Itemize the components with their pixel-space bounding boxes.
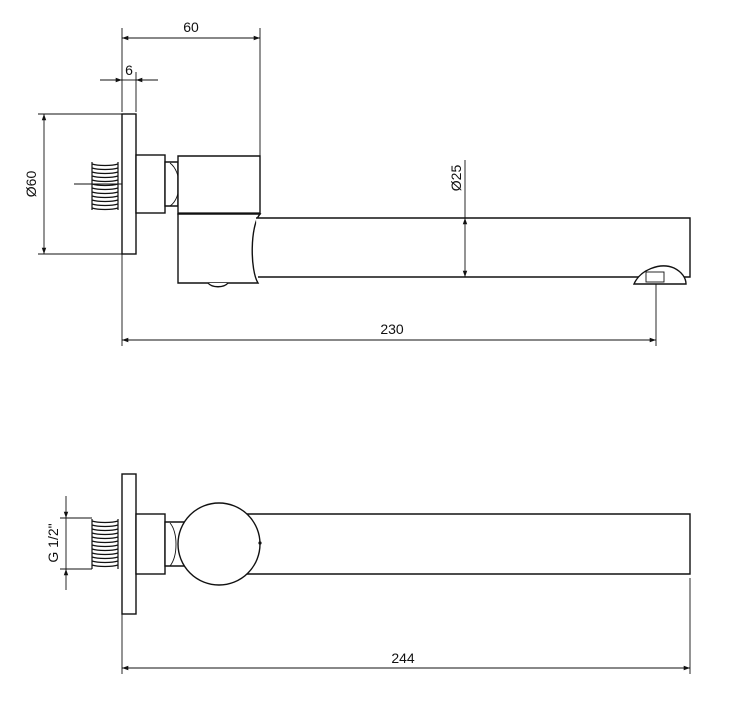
wall-flange [121,113,137,255]
dimension-label-60: 60 [183,19,199,35]
connector-body [135,154,166,214]
thread-outline [91,162,119,210]
wall-flange [121,473,137,615]
thread-icon [91,163,119,211]
mixer-body-lower [177,213,262,284]
mixer-body [177,155,261,215]
dimension-label-g12: G 1/2" [45,523,61,562]
spout [240,513,691,575]
dimension-label-6: 6 [125,62,133,78]
collar-curve [169,522,177,567]
dimension-label-244: 244 [391,650,415,666]
thread-icon [91,520,119,568]
spout [256,217,691,278]
plan-view: G 1/2" 244 [45,473,691,674]
dimension-label-230: 230 [380,321,404,337]
thread-outline [91,519,119,569]
aerator-insert [645,271,665,283]
connector-body [135,513,166,575]
bottom-knob [207,282,229,288]
aerator [632,265,687,285]
dimension-label-d60: Ø60 [23,171,39,198]
mixer-round-body [177,502,261,586]
side-view: 60 6 Ø60 Ø25 230 [23,19,691,346]
dimension-label-d25: Ø25 [448,165,464,192]
handle-point [258,541,262,545]
